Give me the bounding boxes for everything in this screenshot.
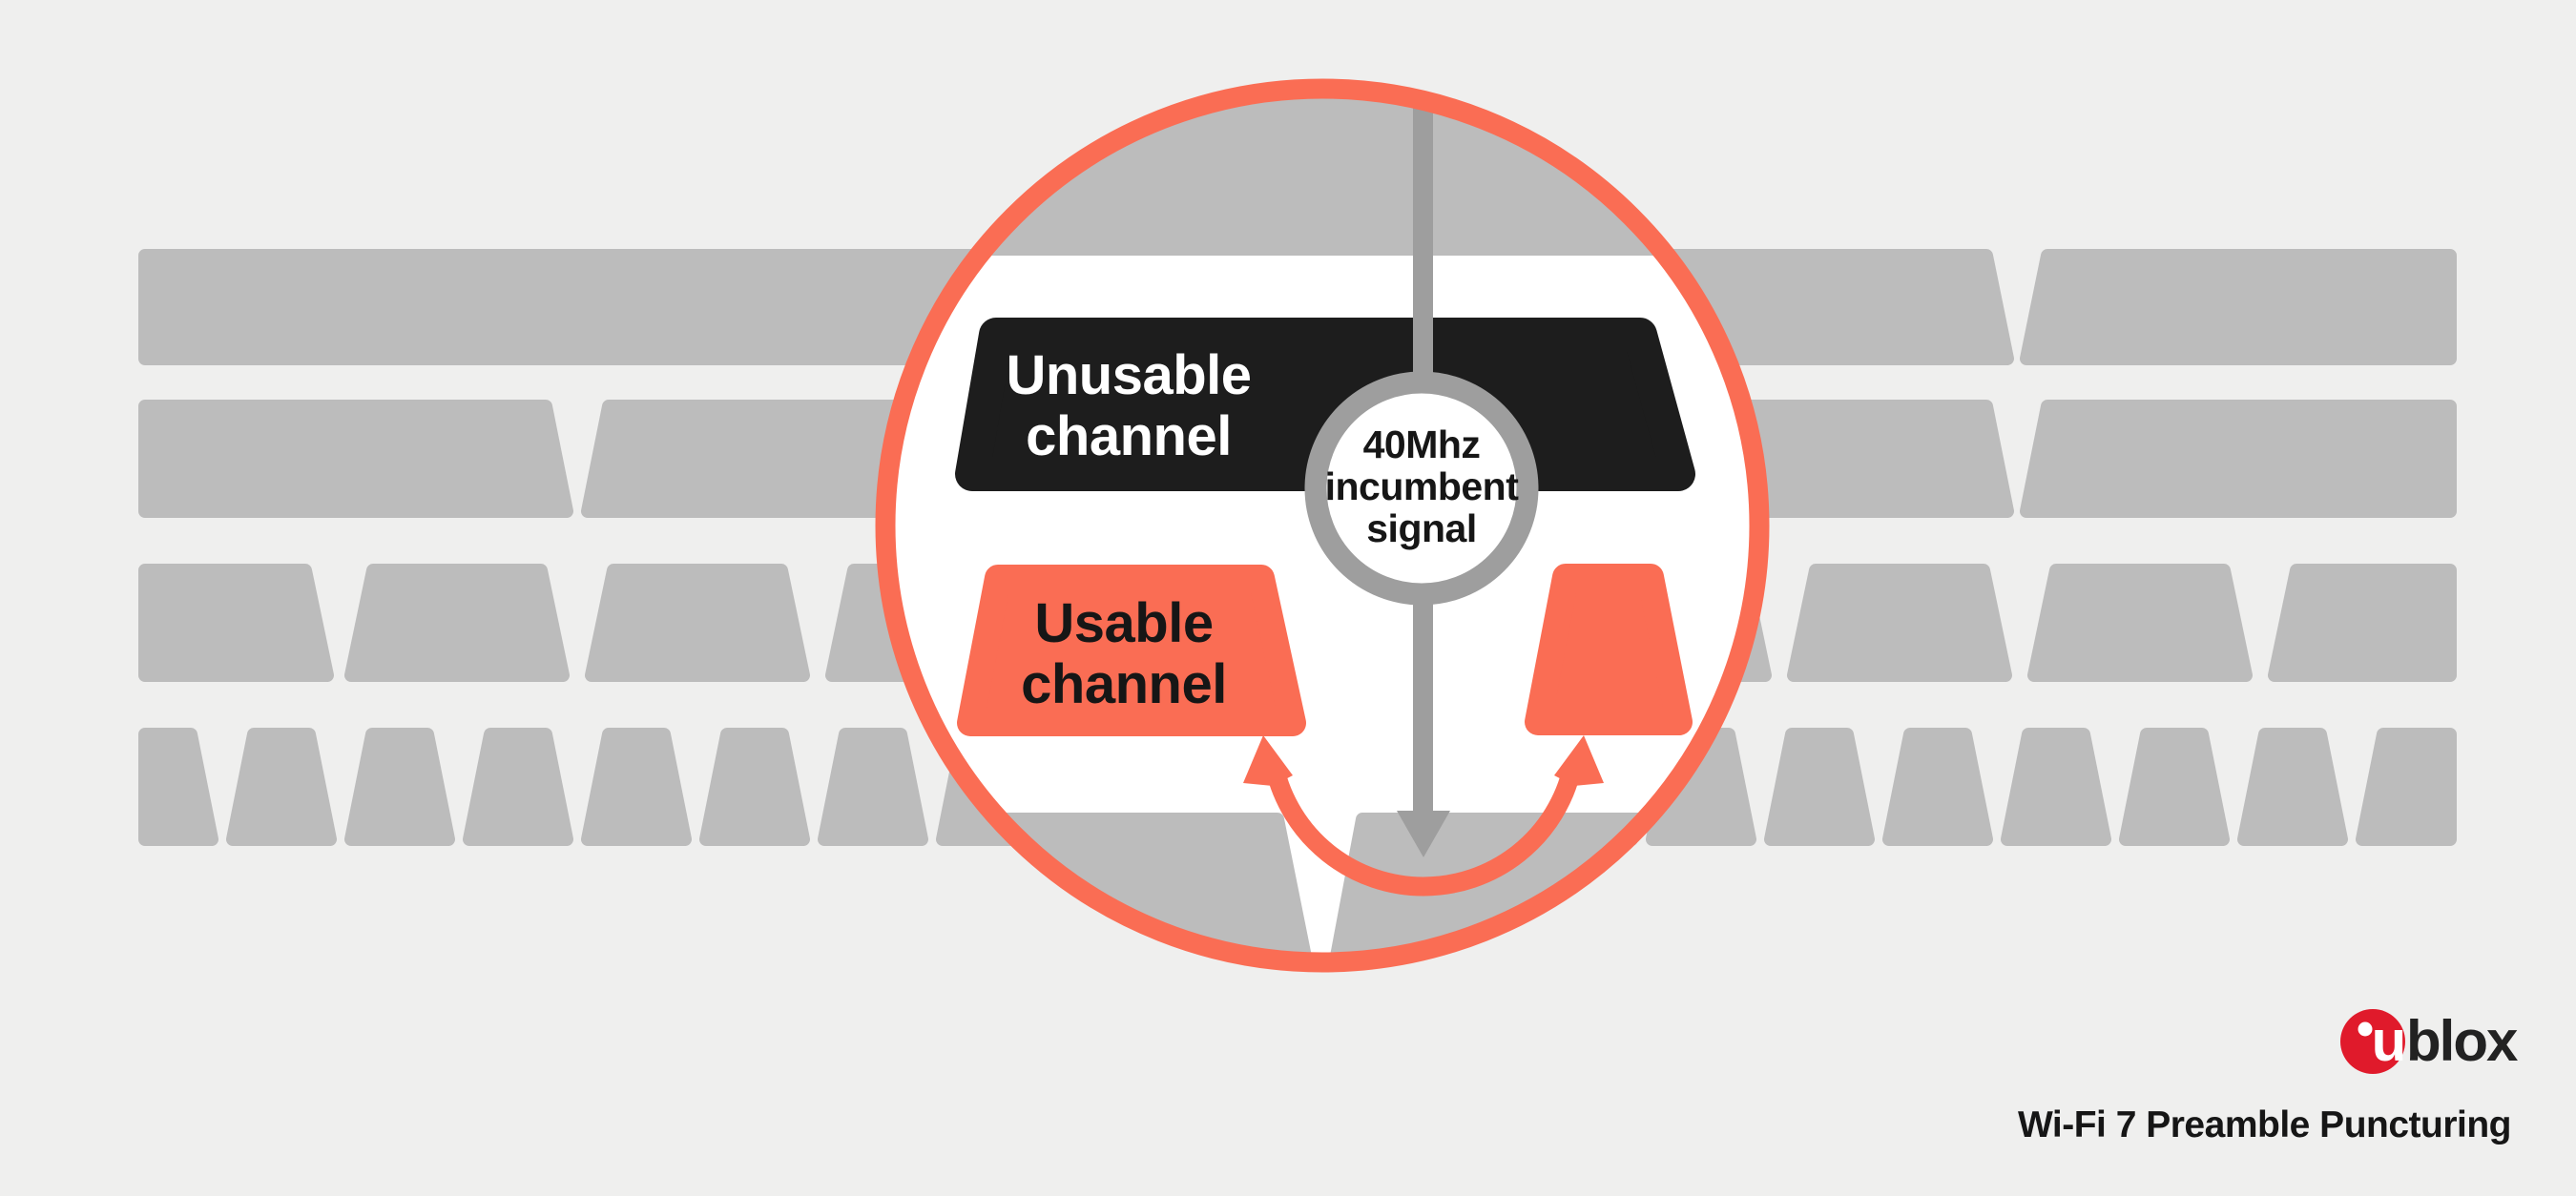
channel-block — [344, 564, 570, 682]
channel-block — [2268, 564, 2457, 682]
logo-dot-icon — [2358, 1021, 2373, 1037]
channel-block — [2356, 728, 2457, 846]
channel-block — [226, 728, 337, 846]
incumbent-signal-label-line2: incumbent — [1325, 464, 1520, 508]
magnified-bottom-channel-band-with-notch — [889, 813, 1755, 959]
channel-block — [138, 564, 334, 682]
channel-block — [138, 400, 573, 518]
logo-blox: blox — [2406, 1009, 2518, 1073]
channel-block — [818, 728, 928, 846]
caption-title: Wi-Fi 7 Preamble Puncturing — [2018, 1104, 2511, 1145]
channel-block — [1882, 728, 1993, 846]
logo-u: u — [2372, 1009, 2405, 1073]
logo-red-circle — [2340, 1009, 2405, 1074]
channel-block — [2027, 564, 2253, 682]
channel-block — [1764, 728, 1875, 846]
channel-block — [699, 728, 810, 846]
unusable-channel-label-line1: Unusable — [1006, 344, 1251, 406]
incumbent-arrow-head — [1397, 811, 1450, 857]
puncture-curved-arrow — [1265, 765, 1582, 897]
magnifier-ring — [875, 78, 1770, 973]
channel-block — [2001, 728, 2111, 846]
channel-block — [585, 564, 810, 682]
usable-channel-label-line2: channel — [1021, 653, 1227, 715]
punctured-usable-channel-trapezoid — [1525, 564, 1693, 735]
channel-block — [2237, 728, 2348, 846]
incumbent-signal-label-line3: signal — [1366, 506, 1476, 550]
puncture-arrow-head-left — [1243, 735, 1293, 786]
incumbent-signal-circle — [1304, 371, 1539, 606]
channel-block — [2020, 249, 2457, 365]
channel-block — [2020, 400, 2457, 518]
unusable-channel-label-line2: channel — [1026, 405, 1232, 467]
puncture-arrow-head-right — [1554, 735, 1604, 786]
channel-block — [2119, 728, 2230, 846]
usable-channel-label-line1: Usable — [1034, 592, 1213, 654]
channel-block — [138, 728, 218, 846]
channel-block — [463, 728, 573, 846]
channel-block — [344, 728, 455, 846]
ublox-logo: u blox — [2340, 1009, 2520, 1074]
usable-channel-trapezoid — [957, 565, 1306, 736]
channel-block — [581, 728, 692, 846]
channel-block — [1787, 564, 2012, 682]
incumbent-signal-label-line1: 40Mhz — [1363, 423, 1481, 466]
